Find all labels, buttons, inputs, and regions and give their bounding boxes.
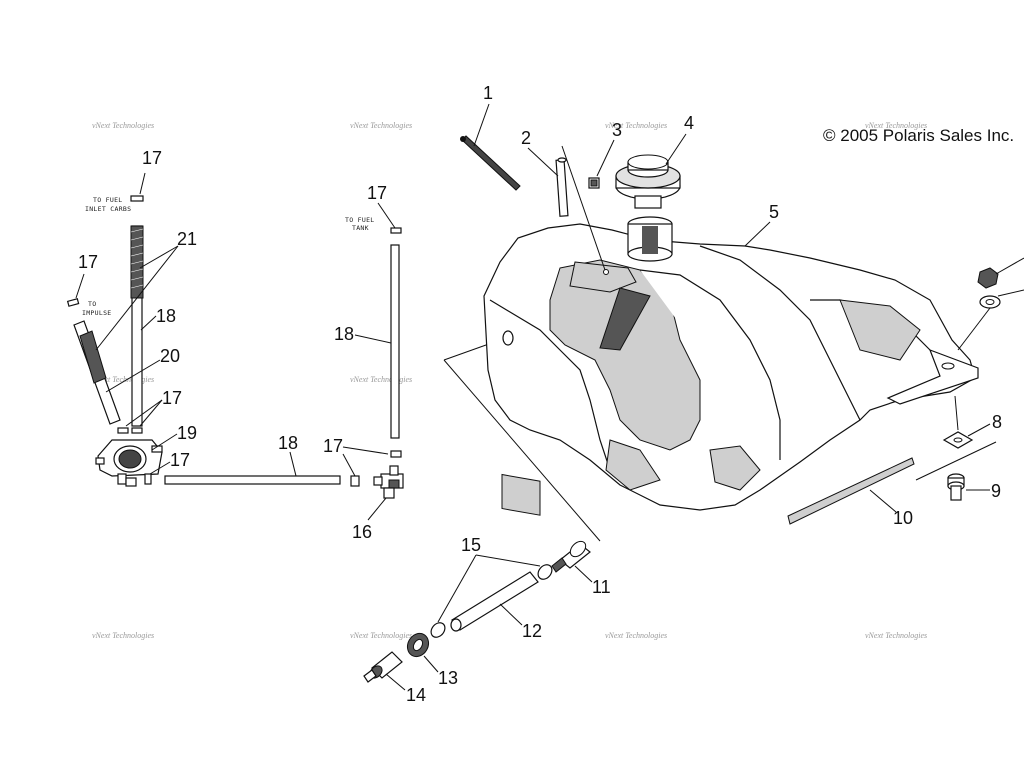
callout-19: 19 bbox=[177, 423, 197, 443]
fitting-14 bbox=[363, 651, 403, 683]
callout-10: 10 bbox=[893, 508, 913, 528]
clamp-15-upper bbox=[537, 564, 553, 580]
clamp-17-pump-outlet bbox=[144, 473, 152, 485]
callout-17: 17 bbox=[323, 436, 343, 456]
clamp-17-lower-right bbox=[131, 427, 143, 434]
watermark: vNext Technologies bbox=[350, 121, 412, 130]
watermark: vNext Technologies bbox=[92, 631, 154, 640]
callout-2: 2 bbox=[521, 128, 531, 148]
copyright-text: © 2005 Polaris Sales Inc. bbox=[823, 126, 1014, 145]
callout-14: 14 bbox=[406, 685, 426, 705]
note-to: TO bbox=[88, 300, 96, 308]
note-inlet-carbs: INLET CARBS bbox=[85, 205, 131, 213]
callout-9: 9 bbox=[991, 481, 1001, 501]
callout-17: 17 bbox=[367, 183, 387, 203]
callout-18: 18 bbox=[334, 324, 354, 344]
fuel-tank-5 bbox=[483, 216, 979, 516]
callout-17: 17 bbox=[162, 388, 182, 408]
middle-fuel-line-assembly: 17 TO FUEL TANK 18 17 16 bbox=[323, 183, 404, 542]
clamp-17-tank bbox=[390, 227, 402, 234]
clamp-17-impulse bbox=[66, 298, 80, 307]
strap-1 bbox=[460, 135, 521, 191]
callout-21: 21 bbox=[177, 229, 197, 249]
callout-4: 4 bbox=[684, 113, 694, 133]
watermark: vNext Technologies bbox=[865, 631, 927, 640]
spiral-wrap-21-lower bbox=[79, 330, 107, 384]
tank-mounting-tab bbox=[886, 348, 979, 405]
tank-pad-10 bbox=[787, 457, 915, 525]
fuel-shutoff-valve-16 bbox=[373, 465, 404, 499]
watermark: vNext Technologies bbox=[350, 631, 412, 640]
clamp-17-valve bbox=[390, 450, 402, 458]
clamp-17-lower-left bbox=[117, 427, 129, 434]
watermark: vNext Technologies bbox=[605, 631, 667, 640]
note-impulse: IMPULSE bbox=[82, 309, 112, 317]
watermark: vNext Technologies bbox=[605, 121, 667, 130]
callout-17: 17 bbox=[170, 450, 190, 470]
fuel-cap-4 bbox=[615, 154, 681, 209]
callout-17: 17 bbox=[78, 252, 98, 272]
note-to-fuel: TO FUEL bbox=[93, 196, 123, 204]
callout-17: 17 bbox=[142, 148, 162, 168]
fitting-11 bbox=[551, 540, 591, 573]
callout-5: 5 bbox=[769, 202, 779, 222]
fuel-hose-18-horizontal bbox=[164, 475, 341, 485]
callout-11: 11 bbox=[592, 577, 611, 597]
watermark: vNext Technologies bbox=[92, 375, 154, 384]
note-tank: TANK bbox=[352, 224, 369, 232]
callout-18: 18 bbox=[156, 306, 176, 326]
fuel-hose-18-vertical bbox=[390, 244, 400, 439]
spiral-wrap-21-upper bbox=[130, 225, 144, 299]
right-hardware bbox=[957, 257, 1024, 351]
callout-3: 3 bbox=[612, 120, 622, 140]
vent-tube-2 bbox=[555, 157, 569, 217]
clamp-17-hose-end bbox=[350, 475, 360, 487]
callout-15: 15 bbox=[461, 535, 481, 555]
fuel-pump-19 bbox=[95, 439, 163, 487]
bolt-9 bbox=[947, 473, 965, 501]
washer-8 bbox=[942, 431, 974, 449]
nut-3 bbox=[588, 177, 600, 189]
tank-side-recess bbox=[501, 473, 541, 516]
left-fuel-line-assembly: 17 TO FUEL INLET CARBS 17 TO IMPULSE 21 … bbox=[66, 148, 197, 487]
callout-20: 20 bbox=[160, 346, 180, 366]
clamp-17-top bbox=[130, 195, 144, 202]
callout-18: 18 bbox=[278, 433, 298, 453]
callout-8: 8 bbox=[992, 412, 1002, 432]
callout-16: 16 bbox=[352, 522, 372, 542]
callout-1: 1 bbox=[483, 83, 493, 103]
watermark: vNext Technologies bbox=[92, 121, 154, 130]
watermark: vNext Technologies bbox=[350, 375, 412, 384]
watermark: vNext Technologies bbox=[865, 121, 927, 130]
note-to-fuel: TO FUEL bbox=[345, 216, 375, 224]
clamp-15-lower bbox=[430, 622, 446, 638]
callout-13: 13 bbox=[438, 668, 458, 688]
callout-12: 12 bbox=[522, 621, 542, 641]
